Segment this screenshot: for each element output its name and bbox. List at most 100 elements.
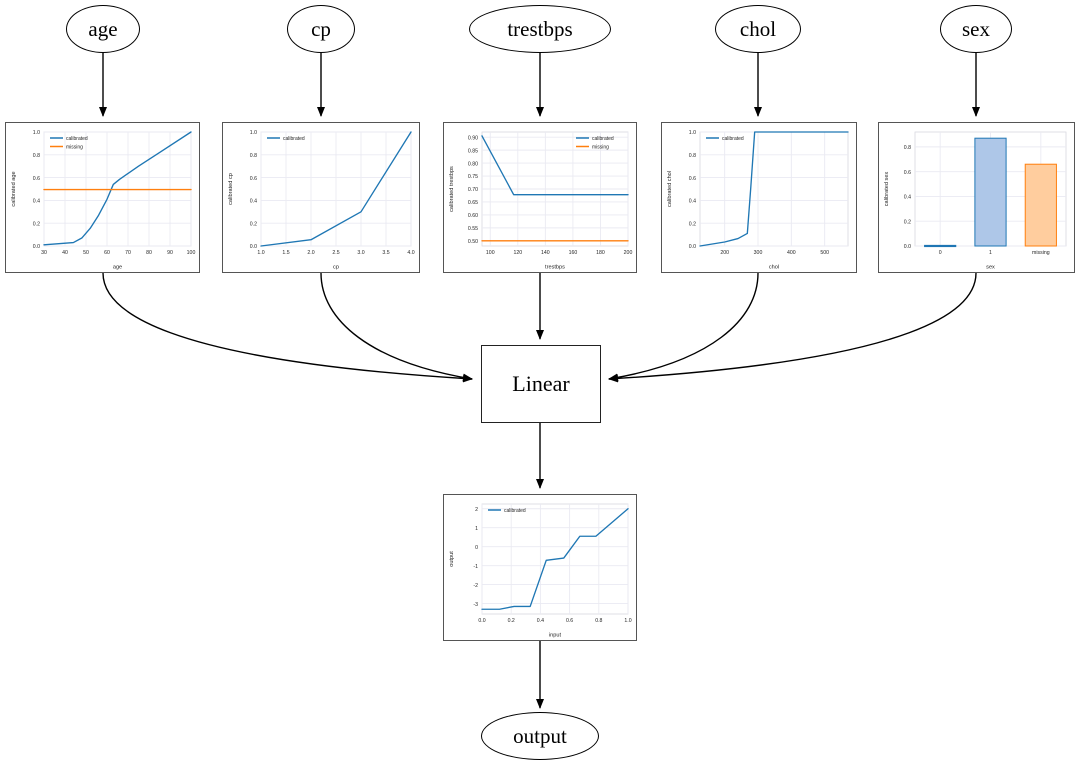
svg-text:100: 100 <box>187 250 196 256</box>
svg-text:0.0: 0.0 <box>33 244 40 250</box>
svg-text:1.5: 1.5 <box>282 250 289 256</box>
svg-text:0.6: 0.6 <box>33 176 40 182</box>
output-plot-ylabel: output <box>449 551 455 567</box>
svg-text:70: 70 <box>125 250 131 256</box>
svg-text:200: 200 <box>720 250 729 256</box>
svg-text:60: 60 <box>104 250 110 256</box>
node-linear-label: Linear <box>512 371 570 396</box>
svg-text:120: 120 <box>513 250 522 256</box>
node-age[interactable]: age <box>66 5 140 53</box>
svg-text:0.70: 0.70 <box>468 187 478 193</box>
edge-ageplot-to-linear <box>102 272 473 383</box>
trestbps-plot-legend-calibrated: calibrated <box>592 136 614 142</box>
trestbps-plot-xlabel: trestbps <box>545 265 565 271</box>
age-plot-series-calibrated <box>43 131 192 246</box>
output-plot-xlabel: input <box>549 633 562 639</box>
node-sex-label: sex <box>962 16 990 41</box>
node-trestbps-label: trestbps <box>507 16 573 41</box>
node-cp[interactable]: cp <box>287 5 355 53</box>
svg-text:0.75: 0.75 <box>468 174 478 180</box>
node-chol[interactable]: chol <box>715 5 801 53</box>
svg-text:500: 500 <box>820 250 829 256</box>
node-trestbps[interactable]: trestbps <box>469 5 611 53</box>
cp-plot-xlabel: cp <box>333 265 339 271</box>
node-linear[interactable]: Linear <box>481 345 601 423</box>
node-output-label: output <box>513 723 567 748</box>
age-plot-legend-missing: missing <box>66 145 83 151</box>
node-output[interactable]: output <box>481 712 599 760</box>
svg-text:0.4: 0.4 <box>689 199 696 205</box>
chol-plot-ylabel: calibrated chol <box>667 171 673 207</box>
svg-text:0.8: 0.8 <box>250 153 257 159</box>
sex-plot-bar-2 <box>1024 163 1057 247</box>
svg-text:300: 300 <box>754 250 763 256</box>
age-plot-legend-calibrated: calibrated <box>66 136 88 142</box>
svg-text:2.5: 2.5 <box>332 250 339 256</box>
svg-text:missing: missing <box>1032 250 1050 256</box>
svg-text:-2: -2 <box>473 583 478 589</box>
svg-text:0.0: 0.0 <box>904 244 911 250</box>
trestbps-plot-series-calibrated <box>481 135 629 196</box>
svg-text:0: 0 <box>475 545 478 551</box>
svg-text:1.0: 1.0 <box>689 130 696 136</box>
svg-text:0.6: 0.6 <box>689 176 696 182</box>
svg-text:0.4: 0.4 <box>250 199 257 205</box>
node-age-label: age <box>88 16 118 41</box>
svg-text:1.0: 1.0 <box>33 130 40 136</box>
svg-text:50: 50 <box>83 250 89 256</box>
svg-text:0.0: 0.0 <box>478 618 485 624</box>
svg-text:40: 40 <box>62 250 68 256</box>
edge-cpplot-to-linear <box>320 272 473 382</box>
node-chol-label: chol <box>739 16 777 41</box>
svg-text:0.4: 0.4 <box>33 199 40 205</box>
svg-text:0.85: 0.85 <box>468 148 478 154</box>
svg-text:0.65: 0.65 <box>468 200 478 206</box>
svg-text:0.8: 0.8 <box>33 153 40 159</box>
edge-sexplot-to-linear <box>608 272 977 383</box>
svg-text:400: 400 <box>787 250 796 256</box>
svg-text:0.8: 0.8 <box>904 145 911 151</box>
chol-plot-xlabel: chol <box>769 265 779 271</box>
svg-text:0.6: 0.6 <box>250 176 257 182</box>
cp-plot-legend-calibrated: calibrated <box>283 136 305 142</box>
chol-plot-series-calibrated <box>699 131 849 247</box>
svg-text:4.0: 4.0 <box>407 250 414 256</box>
svg-text:0.2: 0.2 <box>508 618 515 624</box>
cp-plot-series-calibrated <box>260 131 412 247</box>
svg-text:200: 200 <box>624 250 633 256</box>
svg-text:0.2: 0.2 <box>689 221 696 227</box>
svg-text:90: 90 <box>167 250 173 256</box>
svg-text:0.80: 0.80 <box>468 161 478 167</box>
svg-text:0.50: 0.50 <box>468 239 478 245</box>
svg-text:0.2: 0.2 <box>250 221 257 227</box>
svg-text:1.0: 1.0 <box>624 618 631 624</box>
node-cp-label: cp <box>311 16 331 41</box>
svg-text:1: 1 <box>989 250 992 256</box>
svg-text:30: 30 <box>41 250 47 256</box>
svg-text:0.0: 0.0 <box>250 244 257 250</box>
node-sex[interactable]: sex <box>940 5 1012 53</box>
age-plot-xlabel: age <box>113 265 122 271</box>
sex-plot-bar-0 <box>924 244 957 248</box>
svg-text:180: 180 <box>596 250 605 256</box>
age-plot-ylabel: calibrated age <box>11 171 17 206</box>
cp-plot-ylabel: calibrated cp <box>228 173 234 205</box>
svg-text:0.2: 0.2 <box>33 221 40 227</box>
svg-text:0.4: 0.4 <box>537 618 544 624</box>
svg-text:0.8: 0.8 <box>689 153 696 159</box>
svg-text:140: 140 <box>541 250 550 256</box>
sex-plot-ylabel: calibrated sex <box>884 172 890 207</box>
svg-text:3.0: 3.0 <box>357 250 364 256</box>
